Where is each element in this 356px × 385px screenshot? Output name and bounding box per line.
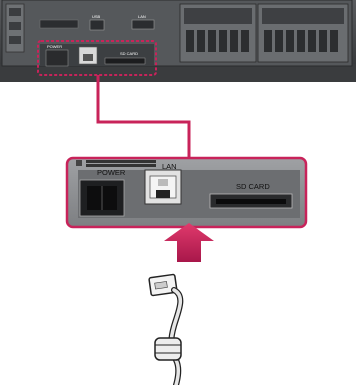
lan-top-marker: LAN [131, 14, 155, 30]
highlighted-port-area: POWER SD CARD [40, 44, 154, 67]
arrow-up-icon [164, 223, 214, 262]
terminal-block-left [179, 3, 257, 63]
sdcard-label: SD CARD [236, 182, 270, 191]
lan-port-detail: LAN [144, 162, 182, 205]
lan-top-label: LAN [138, 14, 146, 19]
lan-label: LAN [162, 162, 177, 171]
power-label: POWER [97, 168, 126, 177]
callout-leader-line [96, 75, 191, 158]
power-top-label: POWER [47, 44, 62, 49]
sdcard-slot-detail: SD CARD [209, 182, 293, 209]
device-front-edge [0, 64, 356, 82]
left-mount-bracket [5, 3, 25, 53]
vent-slot [39, 19, 79, 29]
usb-label: USB [92, 14, 101, 19]
lan-cable-icon [148, 273, 184, 385]
power-connector-detail: POWER [79, 168, 126, 217]
port-detail-panel: POWER LAN SD CARD [65, 156, 308, 229]
power-connector [45, 49, 69, 67]
terminal-block-right [257, 3, 349, 63]
top-grille [86, 160, 156, 167]
usb-port: USB [89, 14, 105, 31]
sdcard-slot-top [104, 57, 146, 65]
device-top-view: USB LAN POWER SD CARD [0, 0, 356, 82]
sdcard-top-label: SD CARD [120, 51, 138, 56]
